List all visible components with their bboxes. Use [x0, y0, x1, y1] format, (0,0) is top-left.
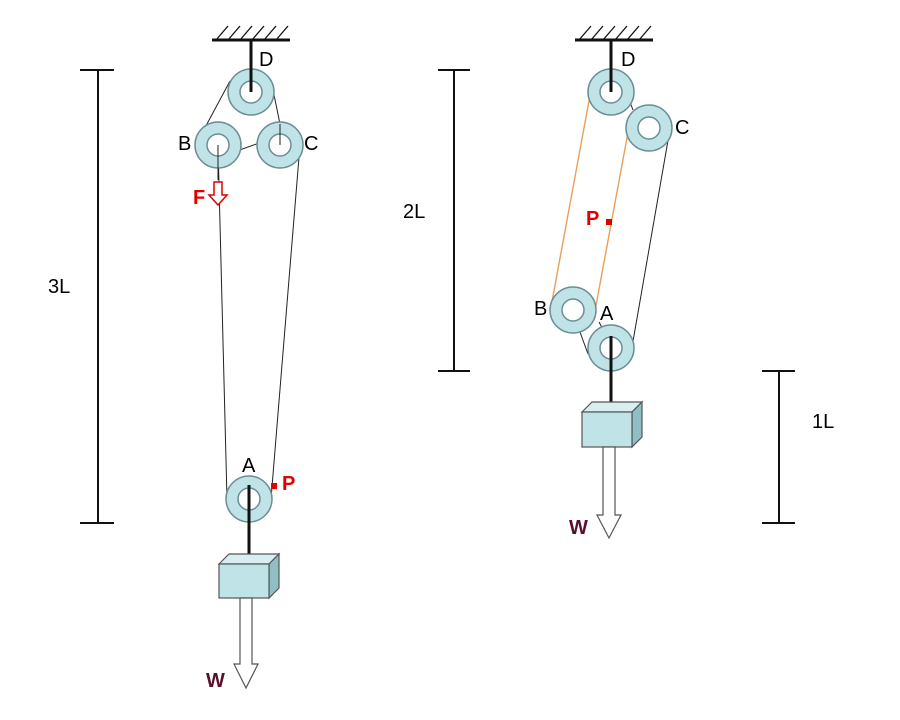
right-point-p-marker: [606, 219, 612, 225]
left-point-p-label: P: [282, 473, 295, 495]
right-dimension-lower-label: 1L: [812, 411, 834, 433]
right-dimension-upper-label: 2L: [403, 201, 425, 223]
left-label-b: B: [178, 133, 191, 155]
right-pulley-b: [549, 286, 597, 334]
right-dimension-2l: 2L: [403, 69, 470, 372]
right-pulley-system: 2L 1L: [403, 25, 834, 540]
right-point-p-label: P: [586, 208, 599, 230]
left-point-p-marker: [271, 483, 277, 489]
right-weight-arrow: [596, 446, 622, 540]
left-weight-label: W: [206, 670, 225, 692]
right-label-d: D: [621, 49, 635, 71]
right-label-a: A: [600, 303, 614, 325]
left-label-d: D: [259, 49, 273, 71]
right-pulley-c: [625, 104, 673, 152]
left-dimension-label: 3L: [48, 276, 70, 298]
left-force-arrow: [207, 181, 229, 207]
right-weight-label: W: [569, 517, 588, 539]
right-label-c: C: [675, 117, 689, 139]
right-dimension-1l: 1L: [762, 370, 834, 524]
left-weight-arrow: [233, 597, 259, 690]
right-label-b: B: [534, 298, 547, 320]
left-force-label: F: [193, 187, 205, 209]
left-pulley-system: 3L F: [48, 25, 318, 692]
right-ceiling-support: [575, 25, 653, 42]
right-weight-box: [580, 400, 644, 449]
left-label-a: A: [242, 455, 256, 477]
left-dimension-3l: 3L: [48, 69, 114, 524]
left-ceiling-support: [212, 25, 290, 42]
left-weight-box: [217, 552, 281, 600]
left-label-c: C: [304, 133, 318, 155]
